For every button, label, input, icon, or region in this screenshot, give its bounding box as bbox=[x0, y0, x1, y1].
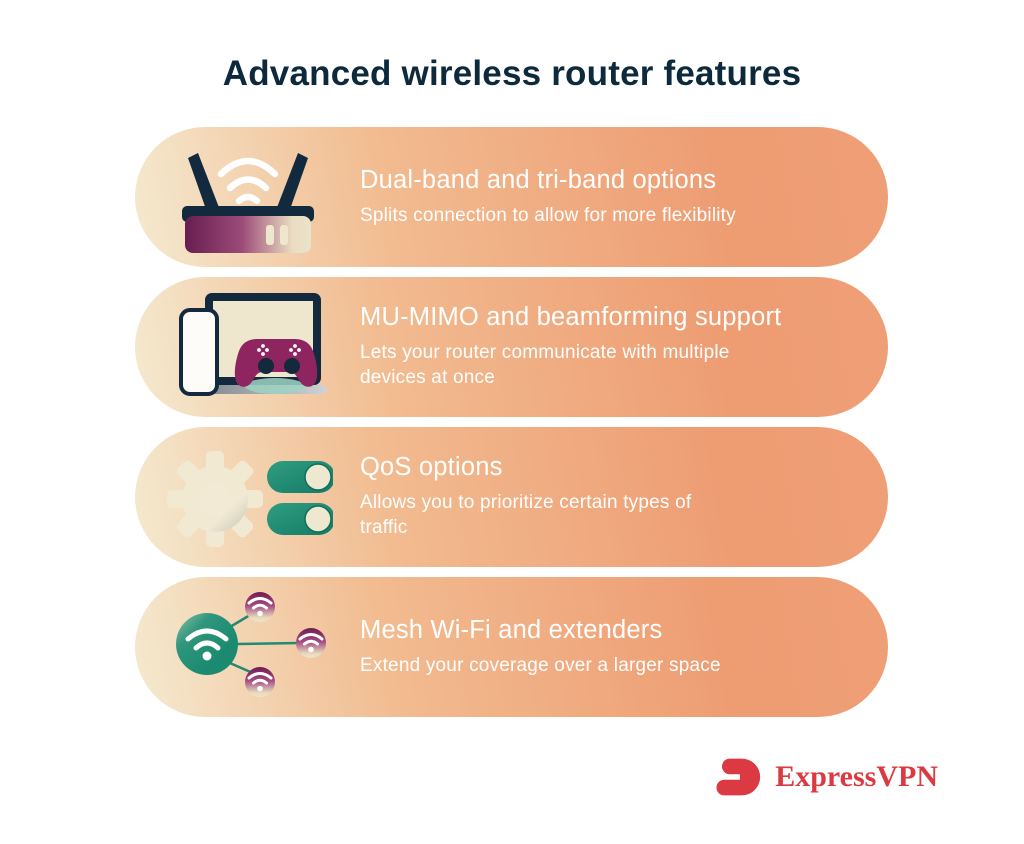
brand-name: ExpressVPN bbox=[775, 760, 938, 793]
card-heading: Mesh Wi-Fi and extenders bbox=[360, 615, 663, 644]
card-heading: QoS options bbox=[360, 453, 503, 482]
card-subtext: Extend your coverage over a larger space bbox=[360, 654, 721, 676]
mesh-wifi-icon-svg bbox=[175, 592, 326, 697]
card-text-mesh: Mesh Wi-Fi and extenders Extend your cov… bbox=[360, 577, 888, 717]
expressvpn-logo-icon bbox=[716, 758, 761, 796]
card-heading: Dual-band and tri-band options bbox=[360, 165, 717, 194]
router-icon bbox=[135, 127, 360, 267]
mesh-wifi-icon bbox=[135, 577, 360, 717]
card-mu-mimo: MU-MIMO and beamforming support Lets you… bbox=[135, 277, 888, 417]
devices-icon-svg bbox=[178, 293, 327, 396]
card-text-mu-mimo: MU-MIMO and beamforming support Lets you… bbox=[360, 277, 888, 417]
card-text-qos: QoS options Allows you to prioritize cer… bbox=[360, 427, 888, 567]
brand-logo: ExpressVPN bbox=[716, 757, 938, 797]
card-subtext: Splits connection to allow for more flex… bbox=[360, 204, 736, 226]
card-text-dual-band: Dual-band and tri-band options Splits co… bbox=[360, 127, 888, 267]
card-mesh: Mesh Wi-Fi and extenders Extend your cov… bbox=[135, 577, 888, 717]
card-subtext: Lets your router communicate with multip… bbox=[360, 342, 730, 389]
router-icon-svg bbox=[181, 153, 314, 253]
page-title: Advanced wireless router features bbox=[222, 54, 802, 93]
devices-icon bbox=[135, 277, 360, 417]
card-dual-band: Dual-band and tri-band options Splits co… bbox=[135, 127, 888, 267]
card-subtext: Allows you to prioritize certain types o… bbox=[360, 492, 692, 539]
gear-toggles-icon bbox=[135, 427, 360, 567]
card-qos: QoS options Allows you to prioritize cer… bbox=[135, 427, 888, 567]
gear-toggles-icon-svg bbox=[166, 451, 333, 547]
feature-card-list: Dual-band and tri-band options Splits co… bbox=[135, 127, 888, 717]
card-heading: MU-MIMO and beamforming support bbox=[360, 303, 782, 332]
